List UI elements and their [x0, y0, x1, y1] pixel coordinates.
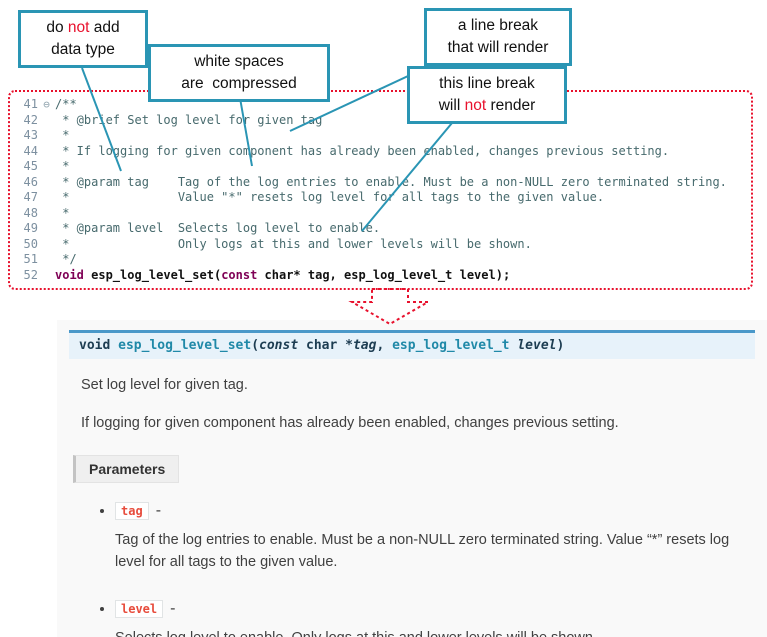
param-item-level: level- Selects log level to enable. Only… — [115, 599, 755, 637]
code-text: * If logging for given component has alr… — [55, 143, 670, 158]
sig-param-level: level — [517, 338, 557, 353]
code-line: 42 * @brief Set log level for given tag — [10, 113, 751, 129]
sig-char-type: char * — [298, 338, 353, 353]
function-signature: void esp_log_level_set(const char *tag, … — [69, 330, 755, 359]
sig-paren: ) — [556, 338, 565, 353]
gutter-spacer — [38, 159, 55, 175]
callout-no-datatype: do not add data type — [18, 10, 148, 68]
code-text: * Only logs at this and lower levels wil… — [55, 236, 532, 251]
gutter-spacer — [38, 221, 55, 237]
sig-param-tag: tag — [352, 338, 377, 353]
param-dash: - — [170, 600, 176, 618]
gutter-spacer — [38, 268, 55, 284]
line-number: 49 — [23, 221, 38, 235]
code-line: 50 * Only logs at this and lower levels … — [10, 237, 751, 253]
line-number: 51 — [23, 252, 38, 266]
code-line: 43 * — [10, 128, 751, 144]
callout-text: do not add — [46, 19, 120, 36]
code-fold-icon[interactable]: ⊖ — [43, 98, 50, 111]
gutter-spacer — [38, 113, 55, 129]
sig-return-type: void — [79, 338, 119, 353]
line-number: 50 — [23, 236, 38, 251]
callout-line-break-not-render: this line break will not render — [407, 66, 567, 124]
sig-comma: , — [376, 338, 393, 353]
code-text: * — [55, 205, 70, 220]
code-line: 51 */ — [10, 252, 751, 268]
line-number: 43 — [23, 128, 38, 142]
rendered-docs-panel: void esp_log_level_set(const char *tag, … — [57, 320, 767, 637]
code-line: 45 * — [10, 159, 751, 175]
callout-text: will not render — [438, 97, 536, 114]
code-text: * — [55, 159, 70, 173]
callout-text: data type — [51, 41, 115, 58]
flow-down-arrow — [348, 288, 432, 326]
line-number: 52 — [23, 267, 38, 282]
line-number: 44 — [23, 143, 38, 158]
gutter-spacer — [38, 175, 55, 191]
sig-function-name: esp_log_level_set — [118, 338, 252, 353]
sig-type-esp-log-level-t: esp_log_level_t — [392, 338, 518, 353]
code-line: 48 * — [10, 206, 751, 222]
line-number: 42 — [23, 112, 38, 127]
param-item-tag: tag- Tag of the log entries to enable. M… — [115, 501, 755, 574]
param-description: Tag of the log entries to enable. Must b… — [115, 531, 730, 570]
callout-text: that will render — [447, 39, 549, 56]
line-number: 45 — [23, 159, 38, 173]
code-line: 47 * Value "*" resets log level for all … — [10, 190, 751, 206]
code-text: * @param level Selects log level to enab… — [55, 221, 381, 235]
code-line-function-declaration: 52 void esp_log_level_set(const char* tag… — [10, 268, 751, 284]
sig-const-keyword: const — [259, 338, 299, 353]
line-number: 47 — [23, 190, 38, 204]
code-text: * — [55, 128, 70, 142]
callout-line-break-renders: a line break that will render — [424, 8, 572, 66]
param-dash: - — [155, 501, 162, 519]
sig-paren: ( — [251, 338, 260, 353]
code-line: 46 * @param tag Tag of the log entries t… — [10, 175, 751, 191]
param-name-chip: tag — [115, 501, 149, 520]
line-number: 41 — [23, 97, 38, 111]
gutter-spacer — [38, 237, 55, 253]
code-text: /** — [55, 97, 77, 111]
gutter-spacer — [38, 252, 55, 268]
gutter-spacer — [38, 128, 55, 144]
line-number: 48 — [23, 205, 38, 220]
param-head: level- — [115, 599, 755, 619]
callout-text: this line break — [439, 75, 535, 92]
param-head: tag- — [115, 501, 755, 521]
doc-brief: Set log level for given tag. — [81, 377, 248, 393]
gutter-spacer — [38, 206, 55, 222]
callout-text: white spaces — [194, 53, 284, 70]
param-description: Selects log level to enable. Only logs a… — [115, 627, 755, 637]
param-name-chip: level — [115, 600, 164, 619]
code-text: void esp_log_level_set(const char* tag, … — [55, 267, 511, 282]
gutter-spacer — [38, 144, 55, 160]
parameters-list: tag- Tag of the log entries to enable. M… — [69, 501, 755, 637]
callout-text: a line break — [457, 17, 539, 34]
gutter-spacer — [38, 190, 55, 206]
code-line: 41 ⊖ /** — [10, 97, 751, 113]
callout-whitespace-compressed: white spaces are compressed — [148, 44, 330, 102]
line-number: 46 — [23, 174, 38, 189]
doc-description: If logging for given component has alrea… — [81, 414, 619, 431]
code-line: 49 * @param level Selects log level to e… — [10, 221, 751, 237]
parameters-heading: Parameters — [73, 454, 180, 483]
code-text: * Value "*" resets log level for all tag… — [55, 190, 605, 204]
code-text: * @param tag Tag of the log entries to e… — [55, 174, 727, 189]
callout-text: are compressed — [181, 75, 297, 92]
code-text: */ — [55, 252, 77, 266]
code-line: 44 * If logging for given component has … — [10, 144, 751, 160]
source-code-block: 41 ⊖ /** 42 * @brief Set log level for giv… — [8, 90, 753, 290]
code-text: * @brief Set log level for given tag — [55, 112, 323, 127]
